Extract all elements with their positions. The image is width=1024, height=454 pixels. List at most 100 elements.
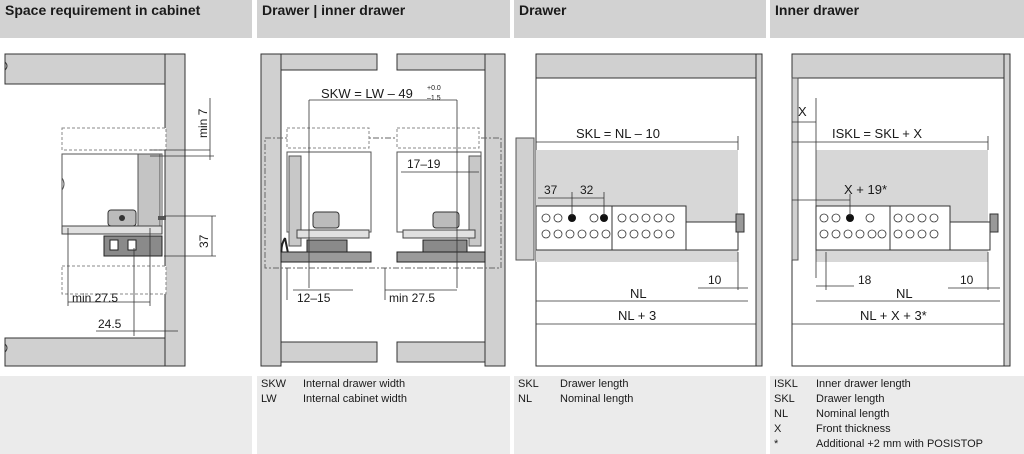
runner-coupling [312,211,340,229]
cabinet-top-board [4,53,166,85]
panel-title: Drawer [519,2,567,18]
runner-holes [819,213,939,239]
cabinet-bottom-board [280,341,378,363]
rear-bracket [735,213,745,233]
legend: SKW Internal drawer width LW Internal ca… [257,376,510,454]
cabinet-top-board [791,53,1005,79]
dim-nl: NL [630,286,647,301]
dim-12-15: 12–15 [297,291,331,305]
legend-abbr: * [774,438,779,450]
legend-abbr: SKL [518,378,539,390]
panel-inner-drawer: Inner drawer X [770,0,1024,454]
cabinet-top-board [535,53,757,79]
upper-drawer-outline [396,127,480,149]
panel-drawer-inner-drawer: Drawer | inner drawer [257,0,510,454]
dim-32: 32 [580,183,594,197]
drawer-side [468,155,482,247]
dim-18: 18 [858,273,872,287]
runner-body [889,205,951,251]
runner-base [280,251,372,263]
panel-drawer: Drawer [514,0,766,454]
panel-title: Drawer | inner drawer [262,2,406,18]
screw-position-37 [568,214,576,222]
mounting-screw [158,216,166,220]
dim-skl: SKL = NL – 10 [576,126,660,141]
upper-drawer-outline [61,127,167,151]
legend-abbr: LW [261,393,277,405]
cabinet-bottom-board [4,337,166,367]
dim-24-5: 24.5 [98,317,122,331]
legend: ISKL Inner drawer length SKL Drawer leng… [770,376,1024,454]
break-mark [61,177,65,191]
rear-bracket [989,213,999,233]
cabinet-side-wall-right [484,53,506,367]
runner-body [815,205,891,251]
legend-desc: Internal drawer width [303,378,406,390]
drawer-envelope [264,137,502,269]
dim-37: 37 [544,183,558,197]
drawer-bottom [296,229,370,239]
runner-rail [949,221,991,251]
coupling-screw [119,215,125,221]
legend: SKL Drawer length NL Nominal length [514,376,766,454]
panel-header: Inner drawer [770,0,1024,38]
diagram-area: X ISKL = SKL + X X + 19* 18 10 NL NL + X… [770,38,1024,376]
upper-drawer-outline [286,127,370,149]
panel-title: Inner drawer [775,2,860,18]
runner-coupling [432,211,460,229]
drawer-bottom [402,229,476,239]
runner-base [396,251,486,263]
cabinet-top-board [396,53,486,71]
legend-desc: Nominal length [816,408,890,420]
break-mark [4,61,8,353]
dim-x-plus-19: X + 19* [844,182,887,197]
cabinet-bottom-board [396,341,486,363]
cabinet-back-wall [1003,53,1011,367]
legend-desc: Front thickness [816,423,891,435]
dim-nl-plus-x-plus-3: NL + X + 3* [860,308,927,323]
diagram-area: min 7 37 min 27.5 24.5 [0,38,252,376]
runner-holes [541,213,675,239]
dim-iskl: ISKL = SKL + X [832,126,922,141]
legend-desc: Nominal length [560,393,634,405]
dim-skw-upper-tolerance: +0.0 [427,85,441,92]
dim-10: 10 [960,273,974,287]
cabinet-back-wall [755,53,763,367]
dim-x: X [798,104,807,119]
dim-min-27-5: min 27.5 [72,291,118,305]
screw-position [846,214,854,222]
diagram-area: SKL = NL – 10 37 32 10 NL NL + 3 [514,38,766,376]
drawer-side [288,155,302,247]
cabinet-side-wall [164,53,186,367]
inner-drawer-length-diagram: X ISKL = SKL + X X + 19* 18 10 NL NL + X… [791,53,1011,367]
dim-min-27-5: min 27.5 [389,291,435,305]
space-requirement-diagram: min 7 37 min 27.5 24.5 [4,53,216,367]
diagram-area: SKW = LW – 49 +0.0 –1.5 17–19 12–15 min … [257,38,510,376]
panel-header: Space requirement in cabinet [0,0,252,38]
drawer-bottom [61,225,163,235]
cabinet-front-edge [791,77,799,261]
legend-desc: Additional +2 mm with POSISTOP [816,438,984,450]
legend-abbr: X [774,423,782,435]
screw-position-32 [600,214,608,222]
legend-abbr: SKL [774,393,795,405]
dim-skw: SKW = LW – 49 [321,86,413,101]
drawer-front [515,137,535,261]
lower-drawer-outline [61,265,167,295]
dim-nl-plus-3: NL + 3 [618,308,656,323]
runner-profile [109,239,137,251]
legend [0,376,252,454]
panel-title: Space requirement in cabinet [5,2,201,18]
legend-desc: Drawer length [560,378,629,390]
drawer-side [137,153,161,235]
legend-abbr: SKW [261,378,287,390]
cabinet-top-board [280,53,378,71]
drawer-length-diagram: SKL = NL – 10 37 32 10 NL NL + 3 [515,53,763,367]
runner-rail [685,221,739,251]
cabinet-side-wall-left [260,53,282,367]
legend-abbr: NL [518,393,533,405]
dim-17-19: 17–19 [407,157,441,171]
dim-10: 10 [708,273,722,287]
legend-abbr: NL [774,408,789,420]
legend-desc: Internal cabinet width [303,393,407,405]
